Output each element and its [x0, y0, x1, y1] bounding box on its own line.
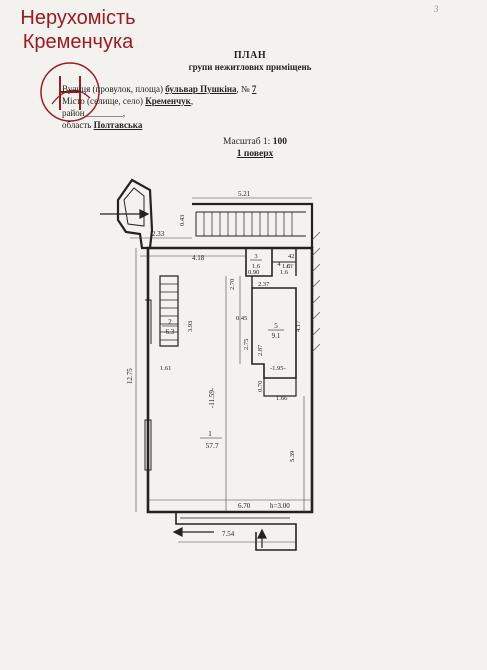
dim-2-75: 2.75 [243, 339, 250, 350]
dim-0-90: 0.90 [248, 269, 259, 276]
svg-text:2: 2 [168, 318, 172, 326]
address-district-line: район ________, [62, 108, 126, 118]
document-title: ПЛАН [233, 50, 267, 61]
dimension-lines [130, 197, 312, 543]
page-number: 3 [434, 4, 439, 14]
address-region-line: область Полтавська [62, 120, 142, 130]
entrance-porch [175, 512, 297, 551]
dim-0-70: 0.70 [257, 381, 264, 392]
dim-0-45: 0.45 [236, 315, 247, 322]
dim-2-70: 2.70 [229, 279, 236, 290]
number-value: 7 [251, 84, 257, 94]
watermark-text: Нерухомість Кременчука [8, 6, 148, 54]
stair-treads [160, 212, 293, 341]
svg-text:1: 1 [208, 429, 212, 438]
room-4-wall [272, 247, 297, 276]
address-city-line: Місто (селище, село) Кременчук, [62, 96, 194, 106]
scale-label: Масштаб 1: [223, 137, 271, 147]
dim-1-95: -1.95- [270, 365, 286, 372]
scale-block: Масштаб 1: 100 1 поверх [200, 136, 310, 160]
agency-logo-icon [40, 62, 100, 122]
number-label: , № [236, 84, 250, 94]
svg-text:6.3: 6.3 [166, 328, 175, 336]
dim-1-6: 1.6 [280, 269, 289, 276]
room-label-3: 3 1.6 [250, 253, 262, 270]
svg-text:57.7: 57.7 [205, 441, 218, 450]
dim-1-66: 1.66 [276, 395, 288, 402]
dim-42: 42 [288, 253, 295, 260]
dim-2-87: 2.87 [257, 344, 264, 356]
outer-wall [146, 246, 314, 514]
address-street-line: Вулиця (провулок, площа) бульвар Пушкіна… [62, 84, 256, 94]
svg-text:СТ: СТ [286, 264, 294, 270]
dim-6-70: 6.70 [238, 502, 251, 510]
street-label: Вулиця (провулок, площа) [62, 84, 163, 94]
dim-5-39: 5.39 [289, 451, 296, 462]
room-label-5: 5 9.1 [268, 322, 284, 340]
svg-text:4: 4 [277, 261, 281, 268]
dim-11-59: -11.59- [208, 387, 216, 408]
watermark-line-2: Кременчука [22, 31, 134, 53]
region-label: область [62, 120, 92, 130]
svg-text:9.1: 9.1 [272, 332, 281, 340]
room-label-1: 1 57.7 [200, 429, 222, 450]
watermark-line-1: Нерухомість [20, 7, 136, 29]
dim-0-43: 0.43 [179, 215, 186, 226]
street-value: бульвар Пушкіна [165, 84, 237, 94]
bay-window-wall [116, 178, 154, 250]
district-label: район [62, 108, 85, 118]
wall-hatching [311, 231, 321, 353]
dim-5-21: 5.21 [238, 190, 251, 198]
room-label-4: 4 СТ [277, 261, 294, 270]
dim-12-75: 12.75 [126, 368, 134, 384]
dim-1-6-b: 1.6 [282, 263, 291, 270]
dim-2-37: 2.37 [258, 281, 270, 288]
dim-1-61: 1.61 [160, 365, 171, 372]
dim-2-33: 2.33 [152, 230, 165, 238]
stair-annex-wall [192, 202, 314, 248]
svg-text:3: 3 [254, 253, 257, 260]
floor-label: 1 поверх [236, 149, 274, 159]
room-label-2: 2 6.3 [162, 318, 178, 336]
district-value: ________ [86, 108, 123, 118]
scale-value: 100 [272, 137, 287, 147]
document-subtitle: групи нежитлових приміщень [188, 62, 312, 72]
ceiling-height-label: h=3.00 [270, 502, 290, 510]
dim-3-93: 3.93 [187, 321, 194, 332]
svg-text:5: 5 [274, 322, 278, 330]
dim-4-17: 4.17 [295, 320, 302, 332]
region-value: Полтавська [93, 120, 143, 130]
left-window [144, 419, 152, 471]
entrance-arrow-icon [100, 209, 267, 548]
dim-4-18: 4.18 [192, 254, 205, 262]
city-value: Кременчук [145, 96, 191, 106]
interior-stairs [159, 275, 179, 347]
dim-7-54: 7.54 [222, 530, 235, 538]
city-label: Місто (селище, село) [62, 96, 143, 106]
svg-text:1.6: 1.6 [252, 263, 261, 270]
